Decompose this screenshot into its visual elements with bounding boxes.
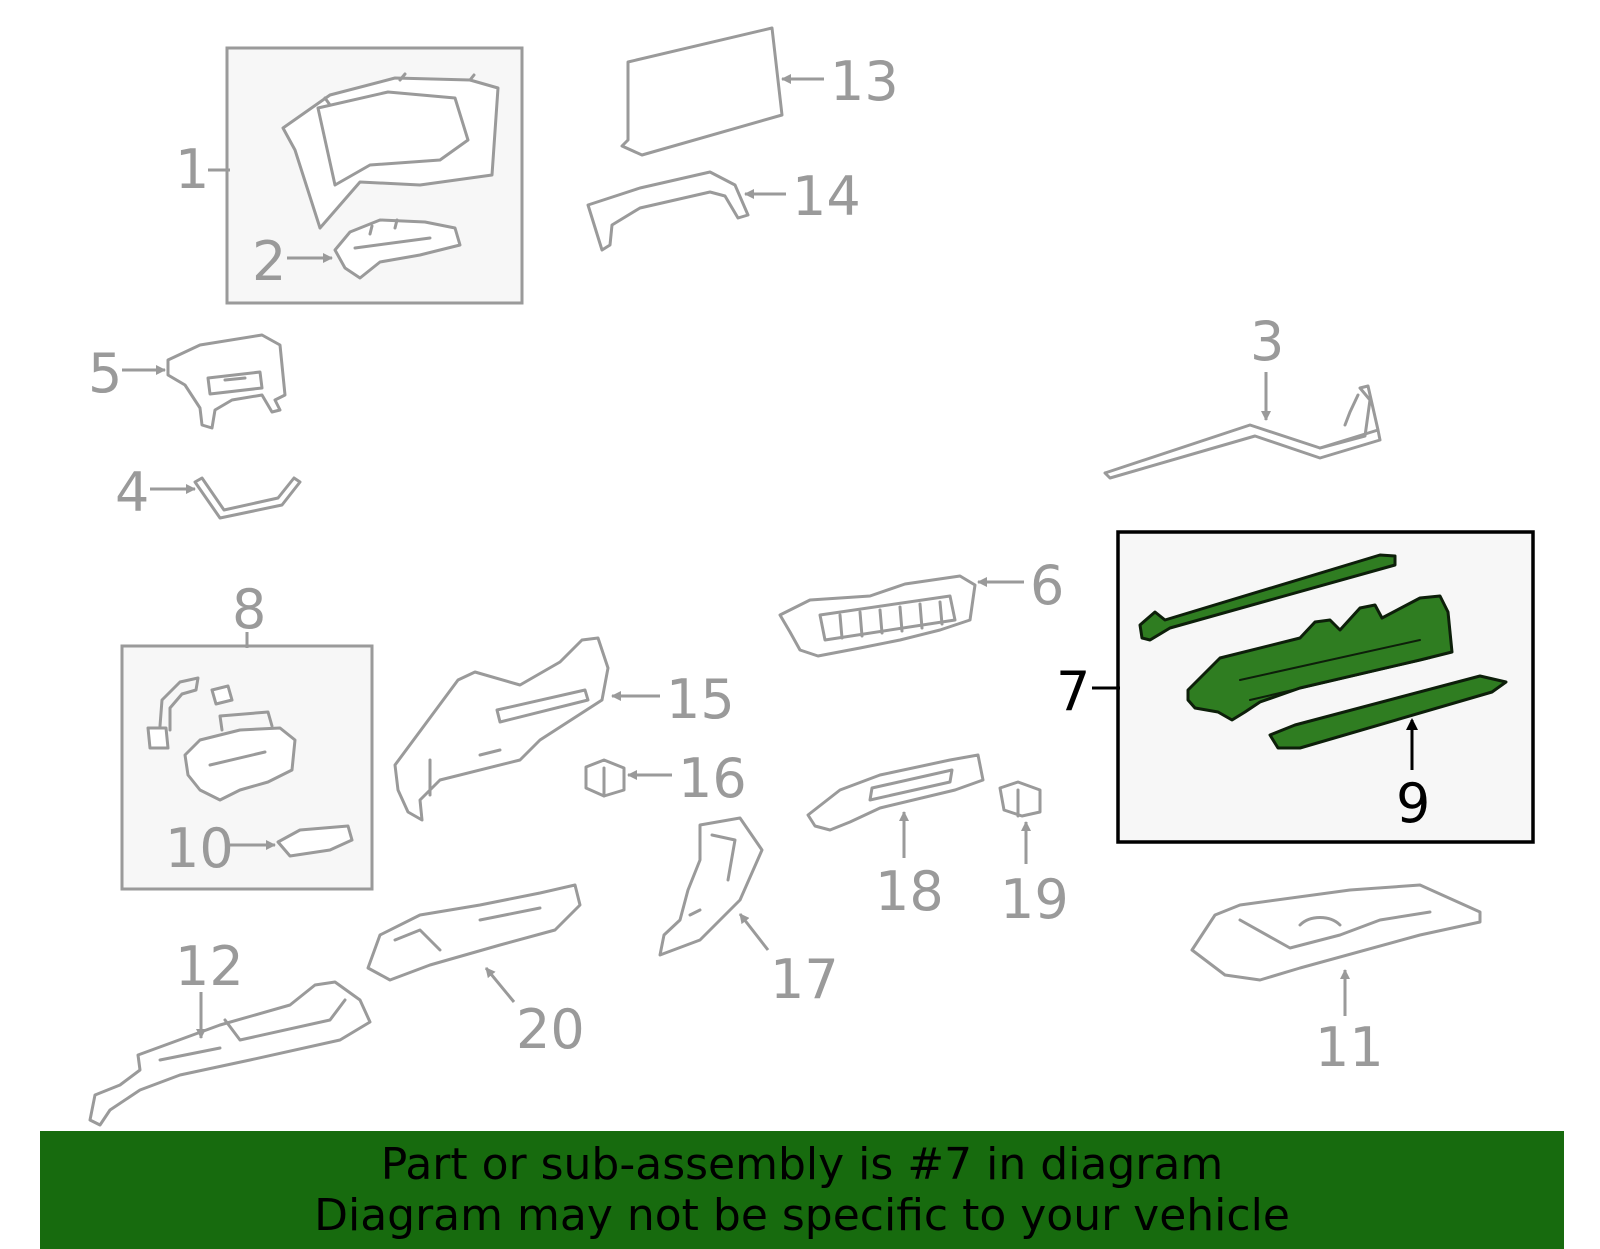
callout-19: 19 — [1000, 868, 1069, 931]
part-9-trim-panel[interactable] — [1268, 674, 1508, 750]
part-4-trim-strip[interactable] — [193, 476, 302, 520]
part-18-switch-panel[interactable] — [806, 753, 985, 832]
callout-14: 14 — [792, 165, 861, 228]
part-17-side-cover[interactable] — [658, 816, 764, 957]
callout-8: 8 — [232, 578, 266, 641]
leader-17 — [738, 913, 770, 951]
part-12-base-bracket[interactable] — [88, 980, 372, 1127]
info-banner: Part or sub-assembly is #7 in diagram Di… — [40, 1131, 1564, 1249]
part-20-lower-trim[interactable] — [366, 883, 582, 982]
callout-17: 17 — [770, 948, 839, 1011]
callout-4: 4 — [115, 461, 149, 524]
part-2-cluster-bracket[interactable] — [333, 218, 462, 280]
part-16-clip[interactable] — [584, 758, 626, 798]
callout-20: 20 — [516, 998, 585, 1061]
part-6-air-vent[interactable] — [778, 574, 977, 658]
callout-15: 15 — [666, 668, 735, 731]
part-11-lower-tray[interactable] — [1190, 883, 1482, 982]
part-5-switch-housing[interactable] — [166, 333, 287, 430]
callout-1: 1 — [175, 138, 209, 201]
callout-3: 3 — [1250, 310, 1284, 373]
leader-20 — [484, 967, 516, 1003]
part-3-long-trim[interactable] — [1103, 384, 1382, 480]
part-13-display-panel[interactable] — [620, 26, 784, 157]
callout-16: 16 — [678, 747, 747, 810]
banner-line-2: Diagram may not be specific to your vehi… — [314, 1190, 1290, 1241]
banner-line-1: Part or sub-assembly is #7 in diagram — [380, 1139, 1224, 1190]
part-7-highlighted-assembly[interactable] — [1138, 553, 1454, 722]
part-19-clip[interactable] — [998, 780, 1042, 818]
callout-6: 6 — [1030, 554, 1064, 617]
callout-10: 10 — [165, 817, 234, 880]
callout-7: 7 — [1056, 660, 1090, 723]
part-10-small-trim[interactable] — [276, 824, 354, 858]
callout-12: 12 — [175, 935, 244, 998]
part-14-bezel-bracket[interactable] — [586, 170, 750, 252]
callout-5: 5 — [88, 342, 122, 405]
part-15-lower-panel[interactable] — [393, 636, 610, 822]
part-8-switch-assembly[interactable] — [146, 676, 297, 802]
callout-2: 2 — [252, 230, 286, 293]
part-1-instrument-cluster[interactable] — [281, 72, 500, 230]
callout-11: 11 — [1315, 1016, 1384, 1079]
callout-13: 13 — [830, 50, 899, 113]
callout-18: 18 — [875, 860, 944, 923]
callout-9: 9 — [1396, 772, 1430, 835]
